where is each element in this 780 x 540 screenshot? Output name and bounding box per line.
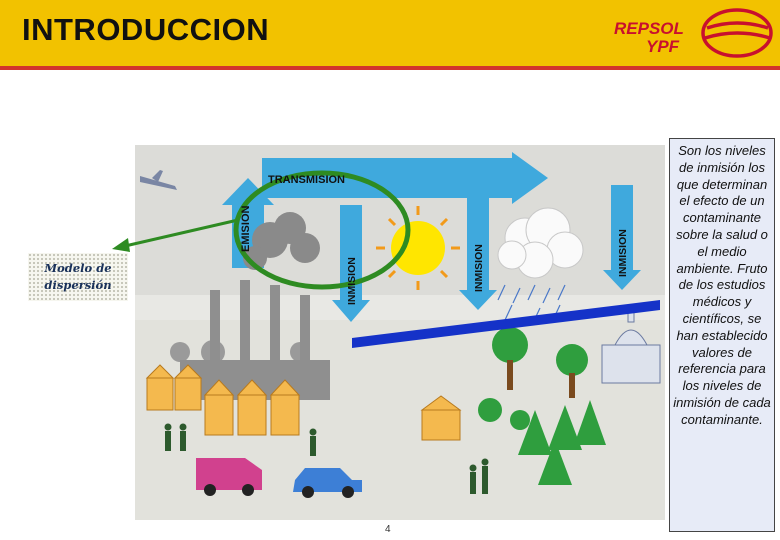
inmision-label-2: INMISION (473, 244, 485, 292)
pointer-arrowhead (112, 238, 130, 252)
inmision-label-1: INMISION (346, 257, 358, 305)
model-dispersion-box: Modelo de dispersión (28, 253, 128, 301)
transmision-label: TRANSMISION (268, 174, 345, 186)
page-number: 4 (385, 524, 391, 535)
model-label-line2: dispersión (44, 277, 111, 294)
inmision-label-3: INMISION (617, 229, 629, 277)
model-label-line1: Modelo de (44, 260, 111, 277)
emision-label: EMISION (240, 205, 252, 252)
inmision-info-box: Son los niveles de inmisión los que dete… (669, 138, 775, 532)
